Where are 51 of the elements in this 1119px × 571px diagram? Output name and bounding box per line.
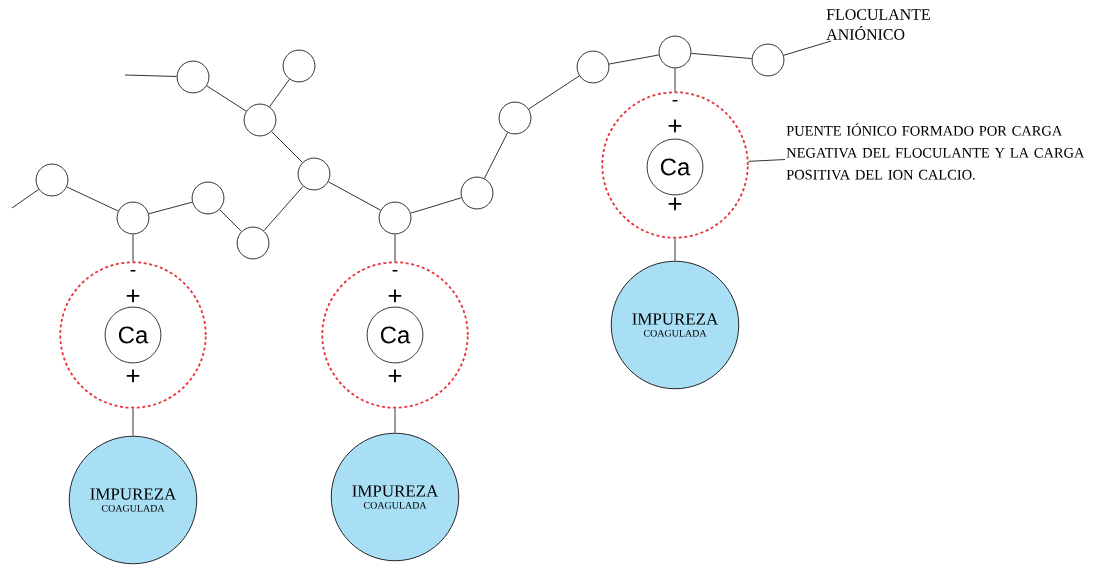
plus-sign: + (668, 119, 682, 133)
bead-circle (176, 60, 210, 94)
connector-line (269, 78, 290, 108)
bead-circle (378, 201, 412, 235)
bead-circle (751, 43, 785, 77)
chain-label: FLOCULANTE ANIÓNICO (826, 9, 930, 40)
connector-line (11, 188, 40, 209)
minus-sign: - (130, 269, 136, 272)
connector-line (783, 40, 832, 56)
connector-line (674, 67, 676, 92)
plus-sign: + (388, 369, 402, 383)
plus-sign: + (388, 289, 402, 303)
bead-circle (658, 35, 692, 69)
connector-line (410, 197, 462, 214)
bead-circle (35, 163, 69, 197)
connector-line (394, 233, 396, 262)
minus-sign: - (672, 99, 678, 102)
connector-line (66, 186, 119, 212)
bridge-circle (321, 261, 469, 409)
connector-line (394, 408, 396, 434)
bridge-circle (601, 91, 749, 239)
connector-line (132, 233, 134, 262)
leader-line (748, 159, 786, 162)
connector-line (124, 74, 178, 77)
bead-circle (498, 101, 532, 135)
bead-circle (191, 181, 225, 215)
connector-line (483, 132, 509, 179)
bead-circle (576, 50, 610, 84)
plus-sign: + (668, 197, 682, 211)
plus-sign: + (126, 289, 140, 303)
connector-line (690, 52, 753, 60)
connector-line (206, 85, 247, 112)
connector-line (674, 238, 676, 262)
connector-line (263, 185, 304, 232)
minus-sign: - (392, 269, 398, 272)
connector-line (528, 75, 580, 110)
plus-sign: + (126, 369, 140, 383)
bridge-circle (59, 261, 207, 409)
connector-line (608, 54, 660, 65)
bead-circle (236, 226, 270, 260)
bead-circle (116, 201, 150, 235)
bead-circle (297, 157, 331, 191)
bead-circle (460, 176, 494, 210)
connector-line (327, 181, 382, 211)
bead-circle (243, 103, 277, 137)
connector-line (271, 131, 303, 163)
connector-line (148, 201, 193, 215)
bridge-note: PUENTE IÓNICO FORMADO POR CARGA NEGATIVA DEL FLOCULANTE Y LA CARGA POSITIVA DEL ION CALCIO. (786, 123, 1085, 180)
connector-line (132, 408, 134, 437)
bead-circle (282, 49, 316, 83)
connector-line (219, 209, 242, 232)
